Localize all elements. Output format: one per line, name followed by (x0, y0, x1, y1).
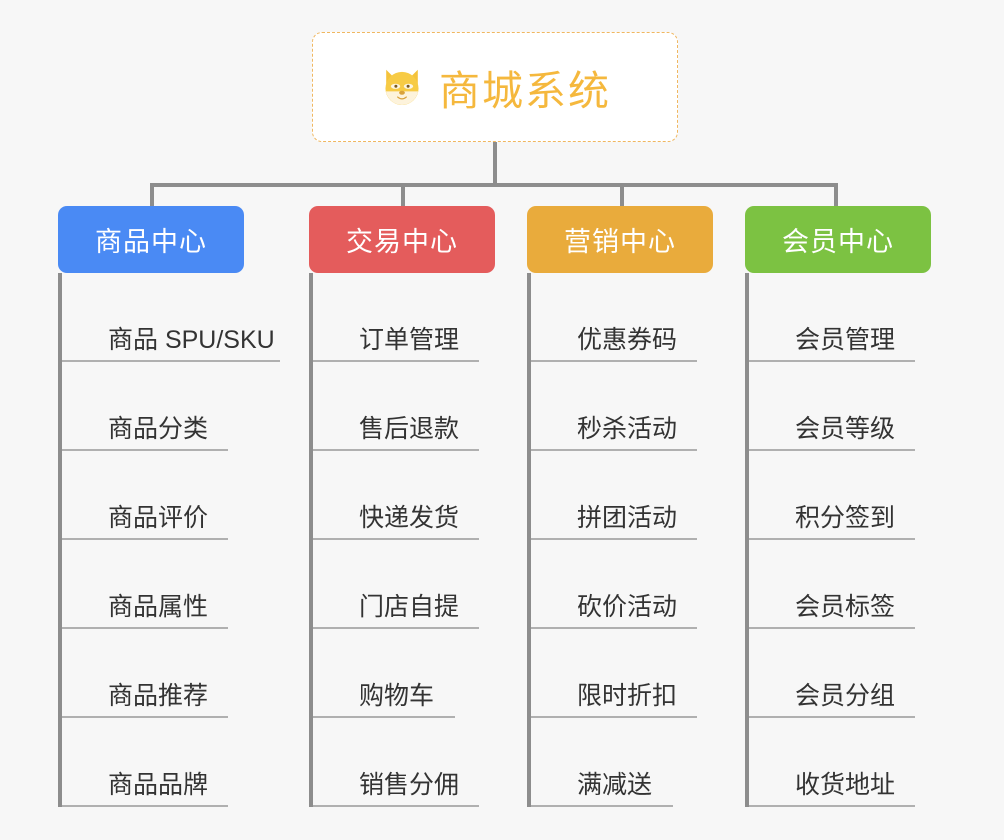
leaf-item[interactable]: 订单管理 (313, 273, 539, 362)
leaf-item[interactable]: 购物车 (313, 629, 539, 718)
leaf-label: 订单管理 (359, 326, 460, 354)
leaf-rule (313, 716, 455, 718)
connector-drop-1 (150, 183, 154, 207)
leaf-label: 商品推荐 (108, 682, 209, 710)
leaf-label: 商品品牌 (108, 771, 209, 799)
leaf-rule (531, 360, 697, 362)
leaf-label: 积分签到 (795, 504, 896, 532)
branch-header-label: 商品中心 (95, 227, 207, 257)
leaf-item[interactable]: 积分签到 (749, 451, 975, 540)
leaf-item[interactable]: 商品 SPU/SKU (62, 273, 288, 362)
branch-column-2: 交易中心 订单管理 售后退款 快递发货 门店自提 购物车 (309, 206, 539, 807)
leaf-rule (531, 449, 697, 451)
leaf-label: 限时折扣 (577, 682, 678, 710)
leaf-rule (62, 716, 228, 718)
leaf-label: 商品 SPU/SKU (108, 326, 275, 354)
leaf-item[interactable]: 满减送 (531, 718, 757, 807)
root-node[interactable]: 商城系统 (312, 32, 678, 142)
leaf-rule (313, 360, 479, 362)
leaf-rule (313, 627, 479, 629)
leaf-label: 会员标签 (795, 593, 896, 621)
branch-header-4[interactable]: 会员中心 (745, 206, 931, 273)
leaf-item[interactable]: 售后退款 (313, 362, 539, 451)
leaf-rule (313, 449, 479, 451)
leaf-rule (62, 449, 228, 451)
branch-spine-4: 会员管理 会员等级 积分签到 会员标签 会员分组 收货地址 (745, 273, 975, 807)
leaf-label: 商品评价 (108, 504, 209, 532)
branch-header-1[interactable]: 商品中心 (58, 206, 244, 273)
leaf-item[interactable]: 门店自提 (313, 540, 539, 629)
leaf-item[interactable]: 收货地址 (749, 718, 975, 807)
leaf-rule (62, 360, 280, 362)
leaf-item[interactable]: 商品分类 (62, 362, 288, 451)
branch-header-label: 交易中心 (346, 227, 458, 257)
leaf-item[interactable]: 销售分佣 (313, 718, 539, 807)
leaf-label: 销售分佣 (359, 771, 460, 799)
connector-drop-4 (834, 183, 838, 207)
leaf-item[interactable]: 秒杀活动 (531, 362, 757, 451)
leaf-item[interactable]: 商品推荐 (62, 629, 288, 718)
branch-header-2[interactable]: 交易中心 (309, 206, 495, 273)
leaf-item[interactable]: 砍价活动 (531, 540, 757, 629)
branch-spine-1: 商品 SPU/SKU 商品分类 商品评价 商品属性 商品推荐 商品品牌 (58, 273, 288, 807)
leaf-rule (749, 627, 915, 629)
leaf-item[interactable]: 商品评价 (62, 451, 288, 540)
leaf-label: 满减送 (577, 771, 653, 799)
leaf-label: 会员管理 (795, 326, 896, 354)
leaf-label: 门店自提 (359, 593, 460, 621)
branch-header-label: 会员中心 (782, 227, 894, 257)
root-title: 商城系统 (439, 68, 611, 114)
dog-face-icon (379, 64, 425, 110)
leaf-item[interactable]: 商品属性 (62, 540, 288, 629)
leaf-rule (749, 449, 915, 451)
leaf-rule (313, 805, 479, 807)
branch-header-3[interactable]: 营销中心 (527, 206, 713, 273)
branch-header-label: 营销中心 (564, 227, 676, 257)
leaf-item[interactable]: 优惠券码 (531, 273, 757, 362)
leaf-label: 售后退款 (359, 415, 460, 443)
leaf-label: 会员分组 (795, 682, 896, 710)
leaf-rule (531, 627, 697, 629)
leaf-item[interactable]: 商品品牌 (62, 718, 288, 807)
branch-column-1: 商品中心 商品 SPU/SKU 商品分类 商品评价 商品属性 商品推荐 (58, 206, 288, 807)
leaf-item[interactable]: 会员管理 (749, 273, 975, 362)
leaf-label: 收货地址 (795, 771, 896, 799)
leaf-label: 会员等级 (795, 415, 896, 443)
leaf-label: 优惠券码 (577, 326, 678, 354)
leaf-label: 快递发货 (359, 504, 460, 532)
leaf-label: 拼团活动 (577, 504, 678, 532)
branch-column-4: 会员中心 会员管理 会员等级 积分签到 会员标签 会员分组 (745, 206, 975, 807)
leaf-rule (531, 716, 697, 718)
branch-column-3: 营销中心 优惠券码 秒杀活动 拼团活动 砍价活动 限时折扣 (527, 206, 757, 807)
connector-drop-2 (401, 183, 405, 207)
leaf-item[interactable]: 拼团活动 (531, 451, 757, 540)
leaf-rule (749, 805, 915, 807)
leaf-label: 商品属性 (108, 593, 209, 621)
leaf-rule (62, 538, 228, 540)
leaf-rule (749, 360, 915, 362)
connector-root-stem (493, 142, 497, 186)
leaf-label: 购物车 (359, 682, 435, 710)
leaf-item[interactable]: 会员分组 (749, 629, 975, 718)
leaf-rule (62, 627, 228, 629)
leaf-item[interactable]: 限时折扣 (531, 629, 757, 718)
leaf-label: 商品分类 (108, 415, 209, 443)
branch-spine-2: 订单管理 售后退款 快递发货 门店自提 购物车 销售分佣 (309, 273, 539, 807)
connector-drop-3 (620, 183, 624, 207)
leaf-label: 砍价活动 (577, 593, 678, 621)
leaf-rule (749, 538, 915, 540)
leaf-item[interactable]: 会员标签 (749, 540, 975, 629)
leaf-rule (531, 538, 697, 540)
leaf-item[interactable]: 快递发货 (313, 451, 539, 540)
leaf-rule (531, 805, 673, 807)
branch-spine-3: 优惠券码 秒杀活动 拼团活动 砍价活动 限时折扣 满减送 (527, 273, 757, 807)
leaf-label: 秒杀活动 (577, 415, 678, 443)
connector-bus (150, 183, 838, 187)
leaf-item[interactable]: 会员等级 (749, 362, 975, 451)
leaf-rule (749, 716, 915, 718)
leaf-rule (313, 538, 479, 540)
leaf-rule (62, 805, 228, 807)
